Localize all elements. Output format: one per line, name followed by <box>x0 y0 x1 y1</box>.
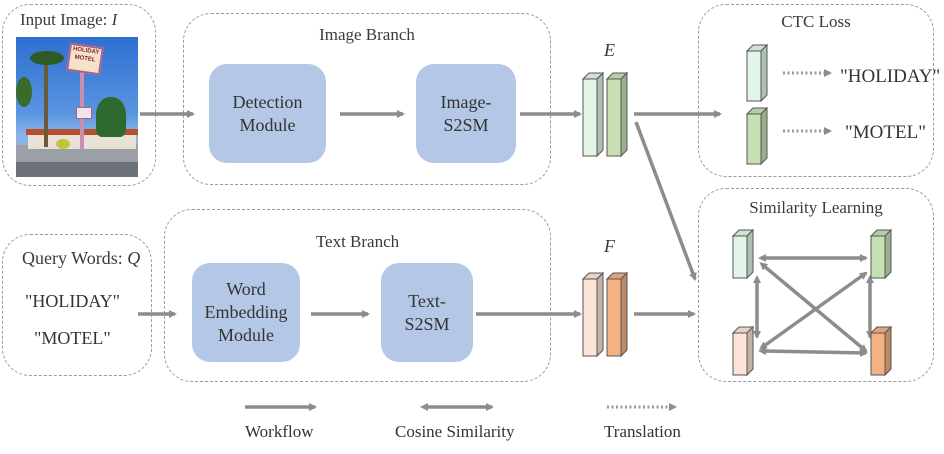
arrow-e-to-similarity <box>634 121 697 281</box>
ctc-block-holiday <box>745 43 769 103</box>
query-word-motel: "MOTEL" <box>34 328 111 348</box>
image-s2sm-line2: S2SM <box>443 114 489 135</box>
text-s2sm-module: Text-S2SM <box>381 263 473 362</box>
text-s2sm-line2: S2SM <box>404 313 450 334</box>
word-embedding-line1: Word <box>226 279 266 299</box>
ctc-output-holiday: "HOLIDAY" <box>840 66 941 87</box>
feature-f-block-1 <box>581 271 605 358</box>
image-s2sm-module: Image-S2SM <box>416 64 516 163</box>
query-word-holiday: "HOLIDAY" <box>25 291 121 311</box>
legend-cosine-similarity-label: Cosine Similarity <box>395 422 515 441</box>
feature-label-f: F <box>604 236 615 256</box>
similarity-learning-title: Similarity Learning <box>749 198 883 217</box>
query-words-title: Query Words: Q <box>22 248 140 269</box>
similarity-block-text-2 <box>869 325 893 377</box>
text-branch-title: Text Branch <box>315 232 400 251</box>
ctc-output-motel: "MOTEL" <box>845 122 926 143</box>
query-words-symbol: Q <box>127 248 141 268</box>
input-photo: HOLIDAY MOTEL <box>16 37 138 177</box>
text-s2sm-line1: Text- <box>408 290 446 311</box>
similarity-arrow-diag2 <box>759 271 868 350</box>
image-branch-title: Image Branch <box>319 25 415 44</box>
similarity-arrow-bottom <box>758 347 868 357</box>
word-embedding-line2: Embedding <box>204 302 288 322</box>
similarity-block-text-1 <box>731 325 755 377</box>
similarity-block-image-2 <box>869 228 893 280</box>
input-image-title: Input Image: I <box>20 10 117 30</box>
legend-translation-label: Translation <box>604 422 681 441</box>
legend-workflow-label: Workflow <box>245 422 314 441</box>
similarity-block-image-1 <box>731 228 755 280</box>
feature-e-block-2 <box>605 71 629 158</box>
input-image-symbol: I <box>111 10 118 29</box>
ctc-loss-title: CTC Loss <box>781 12 851 31</box>
word-embedding-line3: Module <box>218 325 274 345</box>
ctc-loss-panel <box>698 4 934 177</box>
feature-f-block-2 <box>605 271 629 358</box>
ctc-block-motel <box>745 106 769 166</box>
input-image-title-text: Input Image: <box>20 10 112 29</box>
detection-module-line2: Module <box>239 114 296 135</box>
query-words-title-text: Query Words: <box>22 248 128 268</box>
feature-e-block-1 <box>581 71 605 158</box>
feature-label-e: E <box>604 40 615 60</box>
query-words-panel <box>2 234 152 376</box>
image-s2sm-line1: Image- <box>440 91 492 112</box>
detection-module-line1: Detection <box>232 91 303 112</box>
